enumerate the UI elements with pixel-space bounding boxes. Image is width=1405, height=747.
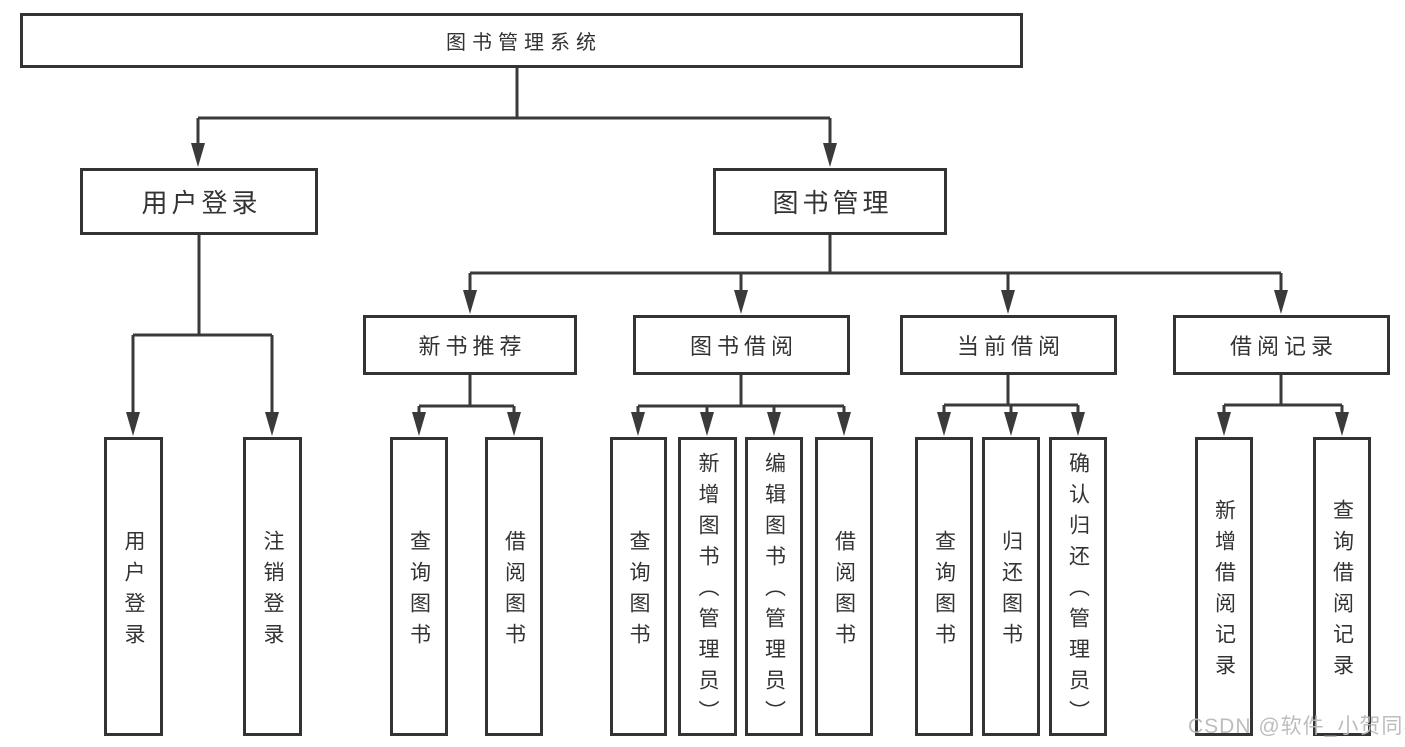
leaf-user-login: 用户登录	[104, 437, 163, 736]
node-book-management: 图书管理	[713, 168, 947, 235]
node-label: 新增借阅记录	[1212, 498, 1236, 685]
node-label: 图书管理	[772, 188, 893, 218]
node-label: 当前借阅	[956, 334, 1065, 359]
leaf-query-books-current: 查询图书	[915, 437, 973, 736]
node-label: 注销登录	[261, 529, 284, 654]
node-library-management-system: 图书管理系统	[20, 13, 1023, 68]
node-label: 查询借阅记录	[1330, 498, 1354, 685]
node-label: 借阅图书	[832, 529, 856, 654]
leaf-query-borrow-record: 查询借阅记录	[1313, 437, 1371, 736]
node-label: 新书推荐	[418, 334, 527, 359]
node-label: 确认归还（管理员）	[1066, 452, 1090, 731]
node-label: 归还图书	[999, 529, 1023, 654]
node-label: 用户登录	[122, 529, 145, 654]
leaf-query-books-recommend: 查询图书	[390, 437, 448, 736]
node-borrowing-records: 借阅记录	[1173, 315, 1390, 375]
arrowhead-icons	[126, 143, 1349, 436]
node-label: 用户登录	[141, 188, 262, 218]
node-label: 新增图书（管理员）	[696, 452, 719, 731]
node-label: 编辑图书（管理员）	[762, 452, 786, 731]
csdn-watermark: CSDN @软件_小贺同学	[1188, 715, 1405, 738]
leaf-return-books: 归还图书	[982, 437, 1040, 736]
leaf-add-borrow-record: 新增借阅记录	[1195, 437, 1253, 736]
node-label: 借阅图书	[502, 529, 526, 654]
leaf-logout: 注销登录	[243, 437, 302, 736]
node-current-borrowing: 当前借阅	[900, 315, 1117, 375]
node-label: 图书管理系统	[446, 32, 602, 54]
leaf-confirm-return-admin: 确认归还（管理员）	[1049, 437, 1107, 736]
node-label: 查询图书	[627, 529, 650, 654]
node-new-book-recommendation: 新书推荐	[363, 315, 577, 375]
leaf-borrow-books-recommend: 借阅图书	[485, 437, 543, 736]
leaf-edit-books-admin: 编辑图书（管理员）	[745, 437, 803, 736]
node-label: 借阅记录	[1229, 334, 1338, 359]
node-label: 图书借阅	[689, 334, 798, 359]
node-user-login: 用户登录	[80, 168, 318, 235]
node-label: 查询图书	[932, 529, 956, 654]
leaf-query-books-borrow: 查询图书	[610, 437, 667, 736]
node-book-borrowing: 图书借阅	[633, 315, 850, 375]
leaf-borrow-books: 借阅图书	[815, 437, 873, 736]
node-label: 查询图书	[407, 529, 431, 654]
leaf-add-books-admin: 新增图书（管理员）	[678, 437, 737, 736]
